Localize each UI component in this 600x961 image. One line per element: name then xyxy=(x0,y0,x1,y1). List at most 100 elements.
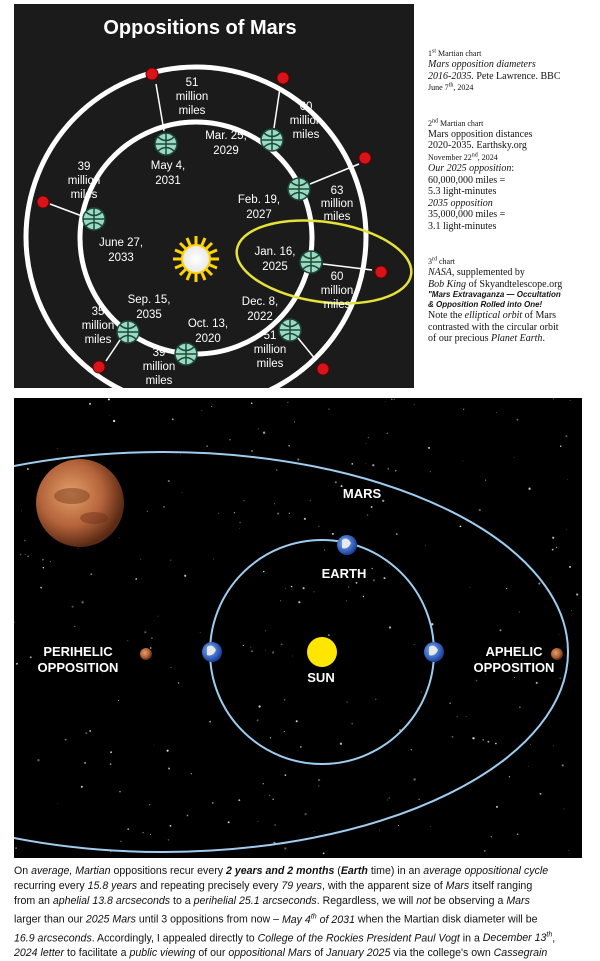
earth-icon xyxy=(116,320,140,344)
star xyxy=(262,782,265,785)
star xyxy=(372,579,375,582)
star xyxy=(430,826,432,827)
star xyxy=(539,792,542,795)
star xyxy=(209,687,211,689)
star xyxy=(318,779,321,782)
star xyxy=(283,699,286,701)
mars-label: MARS xyxy=(343,486,382,501)
opposition-date: Dec. 8, xyxy=(242,296,278,308)
star xyxy=(144,631,147,634)
star xyxy=(71,605,74,608)
opposition-date: June 27, xyxy=(99,237,143,249)
star xyxy=(563,808,565,810)
mars-icon xyxy=(374,265,388,279)
caption-line: & Opposition Rolled into One! xyxy=(428,300,543,309)
star xyxy=(21,510,23,512)
star xyxy=(27,555,29,558)
star xyxy=(218,512,220,514)
star xyxy=(37,759,40,762)
star xyxy=(309,500,311,502)
star xyxy=(495,805,499,808)
star xyxy=(334,481,337,484)
star xyxy=(313,591,315,593)
star xyxy=(327,634,330,637)
star xyxy=(516,418,519,421)
star xyxy=(304,813,307,816)
star xyxy=(166,749,169,752)
star xyxy=(140,558,142,560)
star xyxy=(360,574,361,576)
star xyxy=(372,464,375,467)
earth-icon xyxy=(278,318,302,342)
distance-unit: million xyxy=(68,175,101,187)
star xyxy=(413,644,415,645)
opposition-year: 2035 xyxy=(136,309,162,321)
star xyxy=(418,798,420,800)
mars-icon xyxy=(92,360,106,374)
opposition-year: 2029 xyxy=(213,145,239,157)
star xyxy=(568,849,570,852)
star xyxy=(365,463,367,464)
star xyxy=(239,521,241,524)
star xyxy=(154,619,156,621)
star xyxy=(561,764,564,767)
star xyxy=(462,460,464,462)
star xyxy=(120,840,122,842)
star xyxy=(169,825,172,827)
opposition-date: May 4, xyxy=(151,160,186,172)
distance-unit: miles xyxy=(324,299,351,311)
star xyxy=(391,398,393,401)
star xyxy=(179,454,181,456)
star xyxy=(57,802,59,804)
star xyxy=(324,549,326,551)
star xyxy=(459,525,462,528)
star xyxy=(496,411,497,413)
star xyxy=(365,443,367,445)
distance-value: 35 xyxy=(92,306,105,318)
star xyxy=(499,629,502,632)
star xyxy=(119,790,121,793)
star xyxy=(513,677,515,678)
star xyxy=(211,801,214,804)
star xyxy=(559,677,561,679)
star xyxy=(451,735,454,738)
distance-unit: million xyxy=(321,198,354,210)
star xyxy=(429,471,431,473)
oppositions-chart: Oppositions of Mars xyxy=(14,4,414,388)
opposition-year: 2031 xyxy=(155,175,181,187)
mars-orbit xyxy=(23,64,369,388)
chart-captions: 1st Martian chart Mars opposition diamet… xyxy=(428,48,596,345)
star xyxy=(553,745,555,747)
star xyxy=(201,410,203,412)
orbit-diagram: MARS EARTH SUN PERIHELIC OPPOSITION APHE… xyxy=(14,398,579,858)
star xyxy=(117,699,120,702)
star xyxy=(387,467,390,470)
star xyxy=(521,659,523,660)
caption-line: "Mars Extravaganza — Occultation xyxy=(428,290,561,299)
perihelic-label: OPPOSITION xyxy=(38,660,119,675)
star xyxy=(119,537,121,539)
star xyxy=(199,632,201,634)
star xyxy=(565,529,567,530)
caption-chart-3: 3rd chart NASA, supplemented by Bob King… xyxy=(428,256,596,345)
star xyxy=(570,610,572,611)
distance-unit: million xyxy=(290,115,323,127)
star xyxy=(229,438,231,441)
star xyxy=(302,587,305,590)
star xyxy=(318,785,320,787)
star xyxy=(29,656,32,659)
star xyxy=(170,666,172,668)
caption-line: 5.3 light-minutes xyxy=(428,186,497,197)
aphelic-label: APHELIC xyxy=(485,644,543,659)
star xyxy=(42,559,44,561)
star xyxy=(146,510,148,512)
star xyxy=(56,447,58,449)
star xyxy=(149,647,152,649)
star xyxy=(268,794,271,797)
star xyxy=(382,499,385,502)
star xyxy=(297,458,300,461)
star xyxy=(517,833,519,835)
mars-icon xyxy=(316,362,330,376)
star xyxy=(535,681,538,684)
star xyxy=(49,561,51,563)
